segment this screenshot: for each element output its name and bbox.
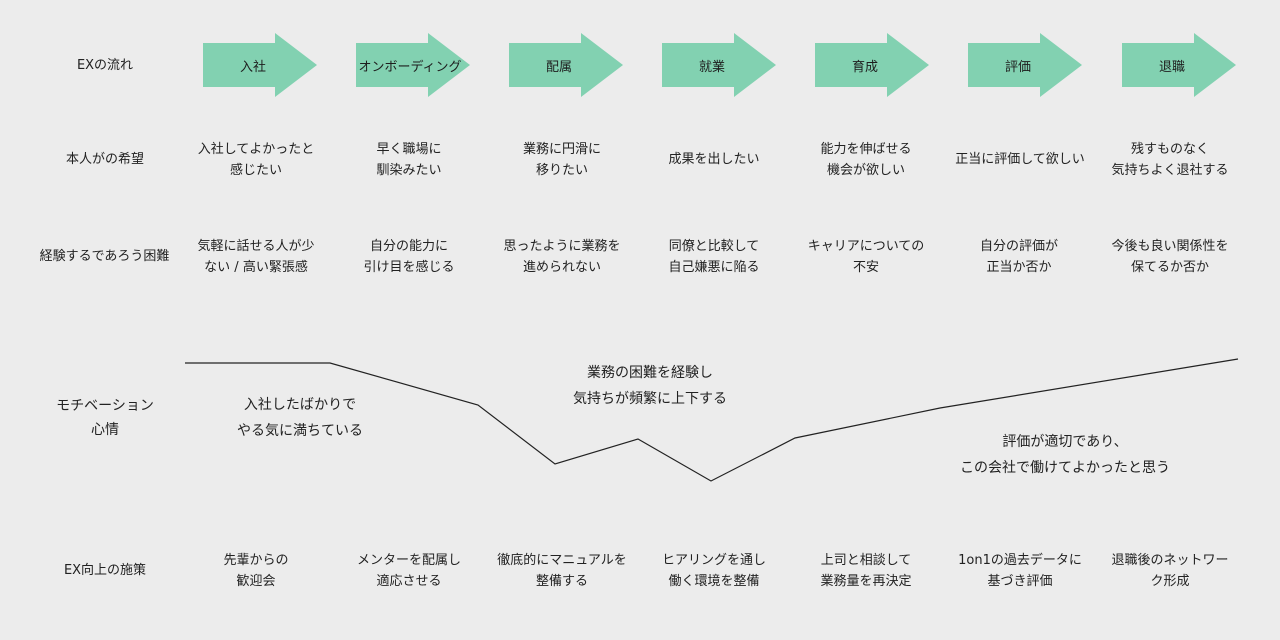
arrow-shape-icon xyxy=(968,33,1082,97)
arrow-shape-icon xyxy=(203,33,317,97)
arrow-shape-icon xyxy=(1122,33,1236,97)
row-label-difficulty: 経験するであろう困難 xyxy=(39,249,170,264)
measure-training: 上司と相談して 業務量を再決定 xyxy=(820,553,912,589)
motivation-line xyxy=(185,358,1239,482)
arrow-shape-icon xyxy=(356,33,470,97)
wish-assignment: 業務に円滑に 移りたい xyxy=(522,142,601,178)
row-label-wish: 本人がの希望 xyxy=(65,152,144,167)
motivation-note-middle: 業務の困難を経験し 気持ちが頻繁に上下する xyxy=(573,365,727,407)
stage-label: 育成 xyxy=(851,59,878,75)
wish-onboarding: 早く職場に 馴染みたい xyxy=(376,142,442,178)
difficulty-assignment: 思ったように業務を 進められない xyxy=(503,239,621,275)
measure-retirement: 退職後のネットワー ク形成 xyxy=(1111,553,1229,589)
stage-arrow-assignment: 配属 xyxy=(509,33,625,97)
stage-arrow-retirement: 退職 xyxy=(1122,33,1238,97)
wish-retirement: 残すものなく 気持ちよく退社する xyxy=(1111,142,1229,178)
stage-arrow-work: 就業 xyxy=(662,33,778,97)
wish-entry: 入社してよかったと 感じたい xyxy=(197,142,315,178)
measure-onboarding: メンターを配属し 適応させる xyxy=(356,553,461,589)
stage-label: 退職 xyxy=(1158,59,1185,75)
difficulty-evaluation: 自分の評価が 正当か否か xyxy=(979,239,1058,275)
wish-work: 成果を出したい xyxy=(668,152,760,167)
stage-label: 入社 xyxy=(239,59,266,75)
stage-label: 評価 xyxy=(1004,59,1031,75)
difficulty-entry: 気軽に話せる人が少 ない / 高い緊張感 xyxy=(197,239,315,275)
stage-arrow-entry: 入社 xyxy=(203,33,319,97)
measure-work: ヒアリングを通し 働く環境を整備 xyxy=(661,553,766,589)
difficulty-work: 同僚と比較して 自己嫌悪に陥る xyxy=(668,239,760,275)
difficulty-retirement: 今後も良い関係性を 保てるか否か xyxy=(1111,239,1229,275)
measure-entry: 先輩からの 歓迎会 xyxy=(223,553,289,589)
measure-evaluation: 1on1の過去データに 基づき評価 xyxy=(958,553,1082,589)
stage-label: 就業 xyxy=(698,59,725,75)
wish-training: 能力を伸ばせる 機会が欲しい xyxy=(820,142,912,178)
stage-arrow-onboarding: オンボーディング xyxy=(356,33,472,97)
arrow-shape-icon xyxy=(815,33,929,97)
stage-label: オンボーディング xyxy=(358,59,462,75)
measure-assignment: 徹底的にマニュアルを 整備する xyxy=(497,553,627,589)
difficulty-onboarding: 自分の能力に 引け目を感じる xyxy=(363,239,455,275)
arrow-shape-icon xyxy=(509,33,623,97)
stage-arrow-evaluation: 評価 xyxy=(968,33,1084,97)
motivation-note-late: 評価が適切であり、 この会社で働けてよかったと思う xyxy=(960,434,1170,476)
row-label-motivation: モチベーション 心情 xyxy=(56,398,154,438)
row-label-measures: EX向上の施策 xyxy=(63,563,147,578)
motivation-note-entry: 入社したばかりで やる気に満ちている xyxy=(237,397,363,439)
difficulty-training: キャリアについての 不安 xyxy=(807,239,925,275)
stage-arrow-training: 育成 xyxy=(815,33,931,97)
stage-label: 配属 xyxy=(545,59,572,75)
wish-evaluation: 正当に評価して欲しい xyxy=(955,152,1085,167)
row-label-flow: EXの流れ xyxy=(76,58,134,73)
arrow-shape-icon xyxy=(662,33,776,97)
